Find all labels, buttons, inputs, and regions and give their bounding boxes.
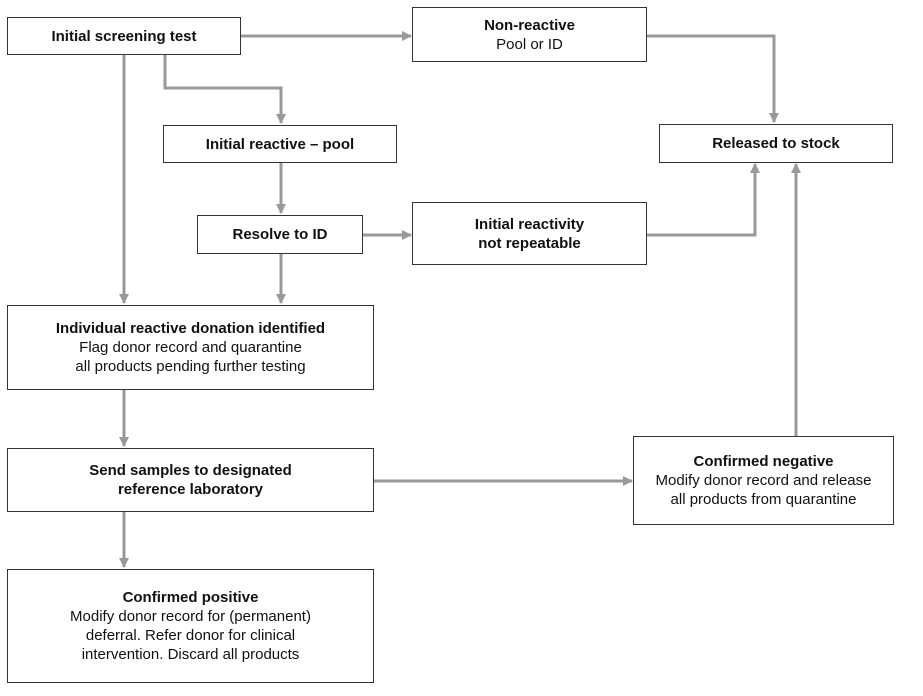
arrow-not-repeatable-to-released [647, 163, 760, 237]
arrow-nonreactive-to-released [647, 34, 779, 123]
node-released-to-stock: Released to stock [659, 124, 893, 163]
node-title: Confirmed positive [122, 589, 259, 606]
node-initial-reactive-pool: Initial reactive – pool [163, 125, 397, 163]
node-title-line: Initial reactivity [474, 215, 585, 233]
node-confirmed-positive: Confirmed positive Modify donor record f… [7, 569, 374, 683]
node-text: all products pending further testing [75, 358, 306, 375]
node-title: Non-reactive [484, 16, 575, 34]
node-initial-screening-test: Initial screening test [7, 17, 241, 55]
node-initial-reactivity-not-repeatable: Initial reactivity not repeatable [412, 202, 647, 265]
node-resolve-to-id: Resolve to ID [197, 215, 363, 254]
node-text: Modify donor record for (permanent) [70, 608, 311, 625]
node-text: Flag donor record and quarantine [79, 339, 302, 356]
node-title-line: Send samples to designated [89, 462, 292, 479]
node-text: Pool or ID [496, 35, 563, 53]
node-title: Confirmed negative [693, 453, 834, 470]
node-title: Released to stock [712, 135, 840, 152]
arrow-screening-to-reactive-pool [163, 55, 286, 124]
node-text: all products from quarantine [670, 491, 857, 508]
node-non-reactive: Non-reactive Pool or ID [412, 7, 647, 62]
node-text: deferral. Refer donor for clinical [85, 627, 296, 644]
node-text: Modify donor record and release [655, 472, 872, 489]
node-title-line: reference laboratory [117, 481, 264, 498]
node-title: Initial reactive – pool [205, 135, 355, 153]
node-title: Initial screening test [51, 27, 197, 45]
node-title: Individual reactive donation identified [55, 320, 326, 337]
node-individual-reactive-donation: Individual reactive donation identified … [7, 305, 374, 390]
node-confirmed-negative: Confirmed negative Modify donor record a… [633, 436, 894, 525]
node-text: intervention. Discard all products [81, 646, 300, 663]
node-send-samples: Send samples to designated reference lab… [7, 448, 374, 512]
node-title-line: not repeatable [478, 234, 581, 252]
node-title: Resolve to ID [232, 226, 328, 243]
